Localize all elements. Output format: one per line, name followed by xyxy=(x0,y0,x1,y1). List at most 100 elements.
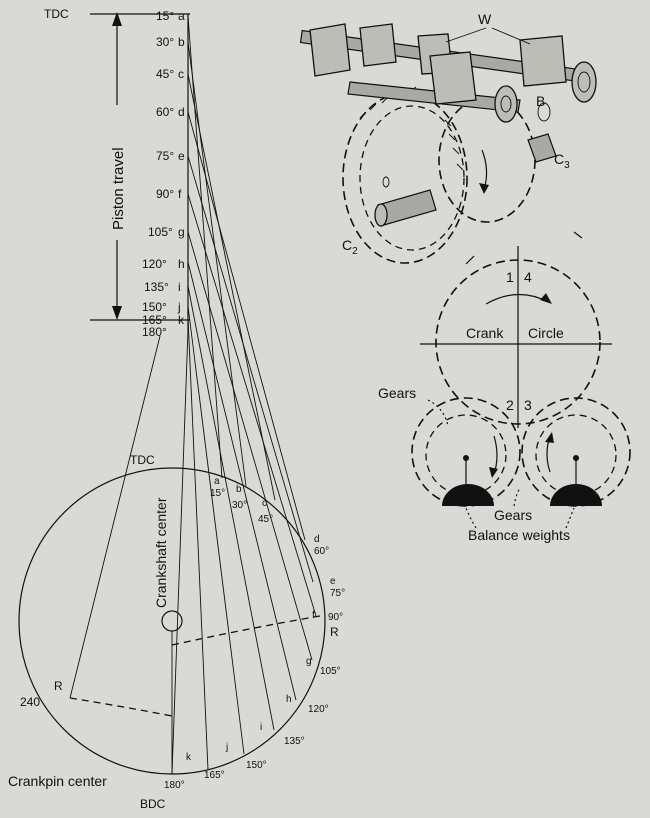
crank-rotation-arrow xyxy=(485,293,549,305)
mark-135-label: 135° xyxy=(144,280,169,294)
mark-f-letter: f xyxy=(178,187,182,201)
circle-letter-a: a xyxy=(214,476,220,487)
mark-c-letter: c xyxy=(178,67,184,81)
gears-left-label: Gears xyxy=(378,385,416,401)
upper-bearing xyxy=(571,61,597,103)
gear-teeth xyxy=(359,86,417,119)
mark-h-letter: h xyxy=(178,257,185,271)
circle-letter-h: h xyxy=(286,694,292,705)
mark-150-label: 150° xyxy=(142,300,167,314)
piston-travel-label: Piston travel xyxy=(110,147,127,230)
gear-c3-outline xyxy=(438,97,536,223)
circle-letter-d: d xyxy=(314,534,320,545)
weight-w1 xyxy=(309,23,351,77)
mark-i-letter: i xyxy=(178,280,181,294)
mark-a-letter: a xyxy=(178,9,185,23)
crank-label: Crank xyxy=(466,325,504,341)
c3-shaft xyxy=(527,133,557,163)
upper-bearing-inner xyxy=(577,71,591,93)
crank-rotation-arrow-head xyxy=(540,293,552,304)
part-c2-label: C2 xyxy=(342,237,358,257)
gears-left-leader xyxy=(427,399,449,427)
lower-bearing-b xyxy=(494,85,518,123)
circle-deg-135: 135° xyxy=(284,736,305,747)
right-balance-weight xyxy=(550,484,602,506)
mark-e-letter: e xyxy=(178,149,185,163)
circle-deg-30: 30° xyxy=(232,500,247,511)
circle-letter-j: j xyxy=(225,742,228,753)
weights-leader-left xyxy=(465,507,477,529)
mark-120-label: 120° xyxy=(142,257,167,271)
mark-105-label: 105° xyxy=(148,225,173,239)
small-hole xyxy=(382,176,390,188)
circle-deg-15: 15° xyxy=(210,488,225,499)
projection-lines xyxy=(69,15,317,775)
position-3-label: 3 xyxy=(524,397,532,413)
circle-letter-g: g xyxy=(306,656,312,667)
position-4-label: 4 xyxy=(524,269,532,285)
weight-w4 xyxy=(519,35,567,87)
mark-60-label: 60° xyxy=(156,105,174,119)
circle-deg-105: 105° xyxy=(320,666,341,677)
circle-label: Circle xyxy=(528,325,564,341)
angle-240-label: 240 xyxy=(20,695,40,709)
circle-deg-45: 45° xyxy=(258,514,273,525)
mark-k-letter: k xyxy=(178,313,185,327)
right-gear-arrow-head xyxy=(545,432,554,443)
circle-deg-150: 150° xyxy=(246,760,267,771)
w-leader-1 xyxy=(445,27,487,43)
gears-bottom-label: Gears xyxy=(494,507,532,523)
mark-165-label: 165° xyxy=(142,313,167,327)
circle-letter-b: b xyxy=(236,484,242,495)
w-leader-2 xyxy=(491,27,531,45)
weight-w5 xyxy=(429,51,477,105)
pointer-arrow-right xyxy=(573,231,583,239)
circle-letter-e: e xyxy=(330,576,336,587)
mark-g-letter: g xyxy=(178,225,185,239)
mark-180-label: 180° xyxy=(142,325,167,339)
part-c3-label: C3 xyxy=(554,151,570,171)
circle-deg-120: 120° xyxy=(308,704,329,715)
circle-bdc-label: BDC xyxy=(140,797,166,811)
mark-90-label: 90° xyxy=(156,187,174,201)
circle-letter-c: c xyxy=(262,498,267,509)
radius-dashed-left xyxy=(69,697,173,717)
circle-deg-90: 90° xyxy=(328,612,343,623)
position-2-label: 2 xyxy=(506,397,514,413)
circle-deg-180: 180° xyxy=(164,780,185,791)
large-gear-c2-inner xyxy=(359,105,465,251)
mark-j-letter: j xyxy=(177,300,181,314)
mark-75-label: 75° xyxy=(156,149,174,163)
left-weight-pivot xyxy=(463,455,469,461)
circle-deg-75: 75° xyxy=(330,588,345,599)
mark-b-letter: b xyxy=(178,35,185,49)
piston-travel-diagram: TDC Piston travel 15° a 30° b 45° c 60° … xyxy=(8,7,345,811)
mark-30-label: 30° xyxy=(156,35,174,49)
part-b-label: B xyxy=(536,93,545,109)
position-1-label: 1 xyxy=(506,269,514,285)
gear-teeth-right xyxy=(444,119,464,171)
travel-arrow-head-down xyxy=(112,306,122,320)
left-gear-arrow-head xyxy=(489,467,498,478)
right-weight-pivot xyxy=(573,455,579,461)
radius-label-right: R xyxy=(330,625,339,639)
circle-letter-f: f xyxy=(312,610,315,621)
crankshaft-center-circle xyxy=(161,610,183,632)
gear-schematic: 1 4 2 3 Crank Circle Gears Gears Balance… xyxy=(378,246,631,543)
circle-deg-60: 60° xyxy=(314,546,329,557)
crankpin-center-label: Crankpin center xyxy=(8,773,107,789)
circle-letter-i: i xyxy=(260,722,262,733)
circle-tdc-label: TDC xyxy=(130,453,155,467)
gears-bottom-leader xyxy=(513,487,521,507)
mark-45-label: 45° xyxy=(156,67,174,81)
crankshaft-center-label: Crankshaft center xyxy=(153,497,169,608)
main-shaft-end xyxy=(374,203,388,227)
radius-label-left: R xyxy=(54,679,63,693)
left-balance-weight xyxy=(442,484,494,506)
radius-dashed-right xyxy=(171,615,321,646)
balance-shaft-mechanism: W B C3 C2 xyxy=(299,11,597,265)
pointer-arrow-left xyxy=(465,255,475,265)
part-w-label: W xyxy=(478,11,492,27)
tdc-top-label: TDC xyxy=(44,7,69,21)
